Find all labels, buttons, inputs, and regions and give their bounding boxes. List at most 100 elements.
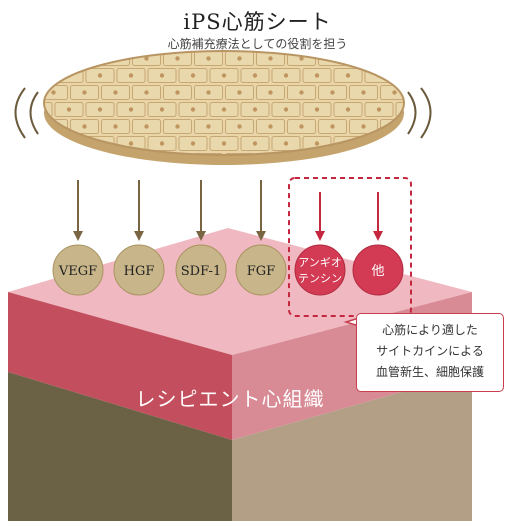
cell-nucleus (299, 124, 304, 129)
cell-nucleus (361, 124, 366, 129)
cell-nucleus (283, 141, 289, 146)
cell-nucleus (221, 141, 227, 146)
cell-nucleus (314, 107, 320, 112)
factor-label: SDF-1 (181, 264, 221, 279)
cell-nucleus (51, 158, 55, 162)
cell-nucleus (51, 90, 56, 95)
cell-nucleus (144, 90, 149, 95)
pulse-arc-left-outer (14, 87, 26, 139)
arrow-2 (134, 180, 144, 241)
note-line-1: 心筋により適した (382, 323, 478, 337)
cell-nucleus (190, 141, 196, 146)
cell-nucleus (66, 141, 72, 146)
cell-nucleus (175, 56, 180, 61)
cell-nucleus (423, 158, 427, 162)
cell-nucleus (144, 56, 149, 61)
factor-circle-4: FGF (235, 244, 287, 296)
cell-nucleus (206, 90, 211, 95)
tissue-side-deep-layer (232, 372, 472, 521)
cell-nucleus (128, 73, 134, 78)
cell-nucleus (345, 73, 351, 78)
sheet-cell (44, 136, 53, 151)
factor-circle-1: VEGF (52, 244, 104, 296)
factor-label: 他 (371, 264, 384, 279)
cell-nucleus (283, 73, 289, 78)
cell-nucleus (82, 158, 86, 162)
cell-nucleus (159, 107, 165, 112)
cell-nucleus (237, 56, 242, 61)
cell-nucleus (361, 56, 366, 61)
factor-label-line-1: アンギオ (298, 256, 342, 269)
cell-nucleus (423, 56, 427, 60)
sheet-cell (44, 68, 53, 83)
factor-label-line-2: テンシン (298, 272, 342, 285)
page-title: iPS心筋シート (183, 10, 332, 34)
cell-nucleus (330, 158, 334, 162)
cell-nucleus (113, 158, 117, 162)
cell-nucleus (330, 124, 335, 129)
cell-nucleus (252, 73, 258, 78)
cell-nucleus (159, 141, 165, 146)
cell-nucleus (237, 90, 242, 95)
factor-label: VEGF (58, 264, 97, 279)
recipient-tissue-label: レシピエント心組織 (135, 387, 325, 411)
tissue-front-muscle-layer (8, 292, 232, 440)
sheet-cell (349, 153, 378, 155)
cell-nucleus (299, 90, 304, 95)
sheet-cell (44, 153, 68, 155)
cell-nucleus (82, 90, 87, 95)
cell-nucleus (408, 107, 412, 111)
cell-nucleus (299, 56, 304, 61)
pulse-arcs (14, 87, 432, 139)
cell-nucleus (268, 56, 273, 61)
cell-nucleus (175, 124, 180, 129)
cell-nucleus (392, 90, 397, 95)
cell-nucleus (376, 141, 382, 146)
cell-nucleus (97, 107, 103, 112)
factor-circle-3: SDF-1 (175, 244, 227, 296)
pulse-arc-right-inner (407, 91, 417, 135)
cell-nucleus (82, 56, 87, 61)
secretion-arrows (73, 180, 383, 241)
cell-nucleus (206, 56, 211, 61)
sheet-cell (412, 52, 440, 66)
cell-nucleus (408, 73, 412, 77)
highlight-dashed-box (288, 177, 412, 317)
cell-nucleus (314, 73, 320, 78)
sheet-cell (44, 51, 68, 66)
sheet-cell (412, 154, 440, 168)
cell-nucleus (51, 56, 56, 61)
arrow-4 (256, 180, 266, 241)
cell-nucleus (97, 73, 103, 78)
arrow-3 (196, 180, 206, 241)
cell-nucleus (221, 107, 227, 112)
sheet-cell (70, 51, 99, 66)
tissue-front-deep-layer (8, 372, 232, 521)
cell-nucleus (113, 56, 118, 61)
cell-nucleus (175, 90, 180, 95)
sheet-cell (395, 136, 404, 151)
cell-nucleus (190, 73, 196, 78)
sheet-cell (412, 86, 440, 100)
arrow-6 (373, 192, 383, 241)
pulse-arc-left-inner (29, 91, 39, 135)
cell-nucleus (36, 107, 40, 111)
arrow-5 (315, 192, 325, 241)
sheet-cell (380, 51, 404, 66)
cell-nucleus (392, 158, 396, 162)
cell-nucleus (113, 124, 118, 129)
pulse-arc-right-outer (420, 87, 432, 139)
cell-nucleus (159, 73, 165, 78)
cell-nucleus (268, 124, 273, 129)
cell-nucleus (237, 124, 242, 129)
cell-nucleus (361, 158, 365, 162)
cell-nucleus (252, 107, 258, 112)
sheet-cell (395, 68, 404, 83)
sheet-cell (194, 153, 223, 155)
cell-nucleus (128, 141, 134, 146)
sheet-cell (70, 153, 99, 155)
page-subtitle: 心筋補充療法としての役割を担う (167, 37, 348, 51)
